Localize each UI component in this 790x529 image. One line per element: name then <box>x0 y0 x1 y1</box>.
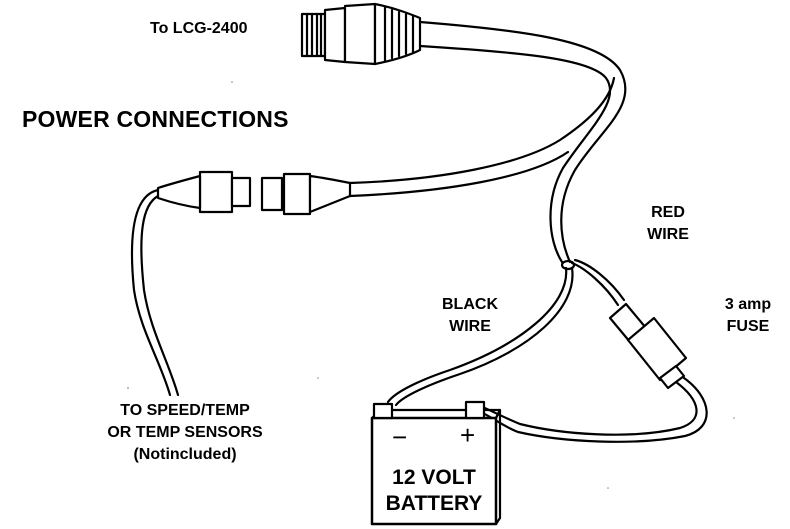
sensor-cable-a <box>130 188 172 397</box>
minus-symbol: − <box>392 422 408 452</box>
red-wire <box>570 261 620 307</box>
black-wire-label-line1: BLACK <box>442 296 498 313</box>
red-wire-label: RED WIRE <box>628 204 708 244</box>
sensors-label-line3: (Notincluded) <box>133 446 237 463</box>
battery <box>370 400 502 526</box>
red-wire-label-line1: RED <box>651 204 685 221</box>
main-cable-upper <box>418 20 627 264</box>
positive-terminal <box>464 400 486 420</box>
to-lcg-label: To LCG-2400 <box>150 20 248 37</box>
scan-speckles <box>127 81 735 489</box>
red-wire-label-line2: WIRE <box>647 226 689 243</box>
sensors-label-line1: TO SPEED/TEMP <box>120 402 250 419</box>
main-cable-lower <box>418 44 612 264</box>
sensor-connector-right <box>260 172 352 216</box>
battery-label-line2: BATTERY <box>385 492 483 515</box>
sensor-connector-left <box>156 170 252 214</box>
sensors-label: TO SPEED/TEMP OR TEMP SENSORS (Notinclud… <box>70 402 300 464</box>
fuse-to-positive <box>476 380 698 436</box>
fuse-label-line1: 3 amp <box>724 296 772 313</box>
negative-terminal <box>372 402 394 420</box>
fuse-label: 3 amp FUSE <box>710 296 786 336</box>
plus-symbol: + <box>460 420 476 450</box>
sensor-branch-upper <box>348 76 616 185</box>
black-wire-label-line2: WIRE <box>449 318 491 335</box>
fuse-holder <box>608 302 688 390</box>
diagram-title: POWER CONNECTIONS <box>22 106 289 132</box>
fuse-label-line2: FUSE <box>726 318 770 335</box>
lcg-connector <box>300 2 422 66</box>
black-wire-label: BLACK WIRE <box>430 296 510 336</box>
black-wire <box>386 266 568 404</box>
sensor-branch-lower <box>348 150 570 198</box>
battery-label-line1: 12 VOLT <box>392 466 476 489</box>
sensors-label-line2: OR TEMP SENSORS <box>107 424 263 441</box>
sensor-cable-b <box>140 194 180 397</box>
